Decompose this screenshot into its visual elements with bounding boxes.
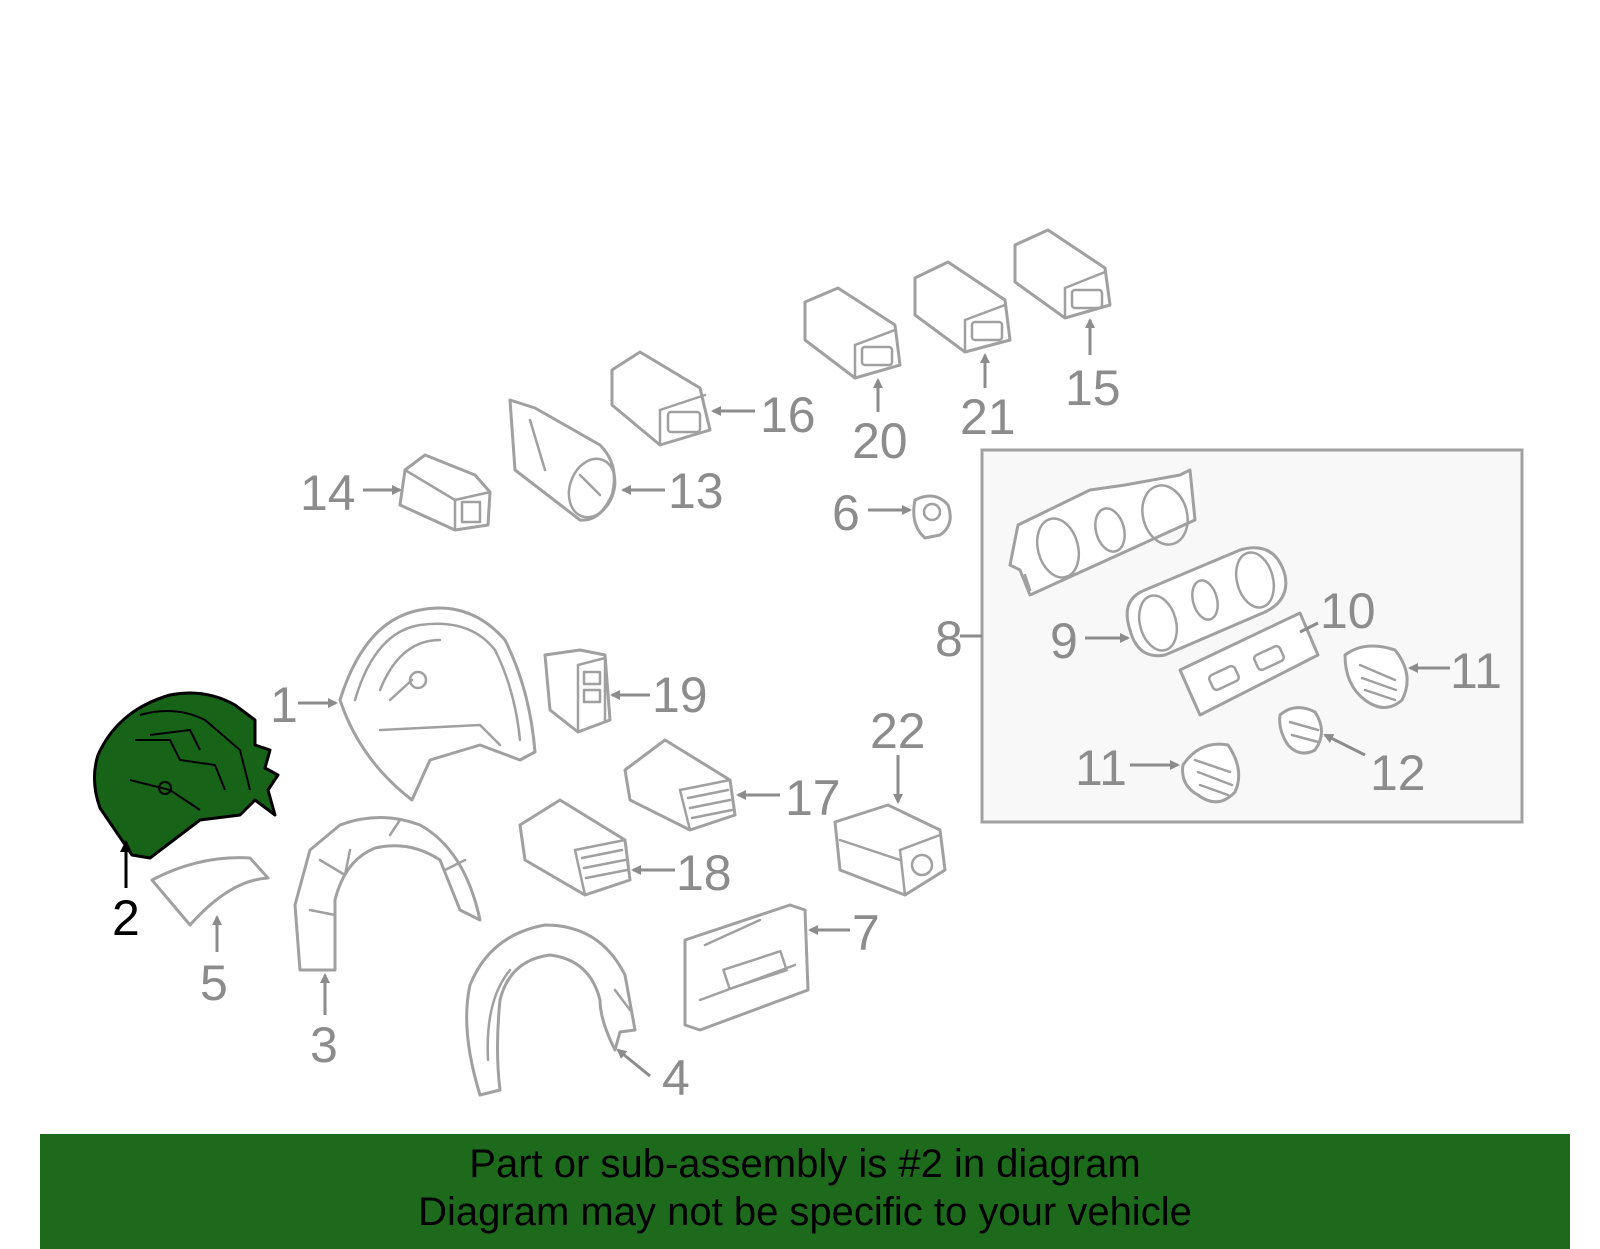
part-7-control-panel[interactable] <box>683 903 810 1032</box>
label-6: 6 <box>832 485 860 541</box>
label-19: 19 <box>652 667 708 723</box>
label-3: 3 <box>310 1017 338 1073</box>
label-12: 12 <box>1370 745 1426 801</box>
part-20-switch[interactable] <box>803 286 902 380</box>
label-1: 1 <box>270 677 298 733</box>
arrow-12 <box>1323 733 1366 757</box>
label-17: 17 <box>785 770 841 826</box>
part-22-panel-switch[interactable] <box>833 803 947 897</box>
label-22: 22 <box>870 703 926 759</box>
part-3-bracket[interactable] <box>293 816 482 972</box>
part-11-knob-lower[interactable] <box>1181 742 1241 804</box>
label-9: 9 <box>1050 613 1078 669</box>
label-21: 21 <box>960 389 1016 445</box>
arrow-10 <box>1299 621 1319 634</box>
label-18: 18 <box>676 845 732 901</box>
label-14: 14 <box>300 465 356 521</box>
part-18-switch[interactable] <box>518 798 632 897</box>
part-9-bezel[interactable] <box>1125 546 1288 658</box>
banner-line-2: Diagram may not be specific to your vehi… <box>418 1190 1192 1234</box>
arrow-4 <box>616 1048 651 1078</box>
part-15-switch[interactable] <box>1013 228 1112 320</box>
part-21-switch[interactable] <box>913 260 1012 354</box>
label-2: 2 <box>112 890 140 946</box>
part-19-switch[interactable] <box>543 648 612 734</box>
label-4: 4 <box>662 1050 690 1106</box>
label-11-lower: 11 <box>1075 740 1127 796</box>
part-1-instrument-cluster[interactable] <box>338 606 537 802</box>
label-13: 13 <box>668 463 724 519</box>
part-5-lens[interactable] <box>150 856 270 927</box>
part-4-cover[interactable] <box>465 923 637 1097</box>
part-10-button-panel[interactable] <box>1178 611 1320 717</box>
label-16: 16 <box>760 387 816 443</box>
label-10: 10 <box>1320 583 1376 639</box>
banner-line-1: Part or sub-assembly is #2 in diagram <box>469 1142 1141 1186</box>
part-17-switch[interactable] <box>623 738 737 832</box>
label-20: 20 <box>852 413 908 469</box>
info-banner: Part or sub-assembly is #2 in diagram Di… <box>40 1134 1570 1249</box>
label-5: 5 <box>200 955 228 1011</box>
part-16-switch[interactable] <box>610 350 712 447</box>
label-8: 8 <box>935 611 963 667</box>
part-2-housing[interactable] <box>93 691 280 860</box>
part-14-switch[interactable] <box>398 453 492 532</box>
part-13-rotary-switch[interactable] <box>508 398 623 524</box>
label-7: 7 <box>852 905 880 961</box>
label-15: 15 <box>1065 360 1121 416</box>
label-11-upper: 11 <box>1450 643 1502 699</box>
part-8-housing[interactable] <box>1008 468 1197 597</box>
part-12-knob[interactable] <box>1278 706 1323 755</box>
part-6-knob[interactable] <box>912 494 952 540</box>
part-11-knob-upper[interactable] <box>1343 644 1409 709</box>
